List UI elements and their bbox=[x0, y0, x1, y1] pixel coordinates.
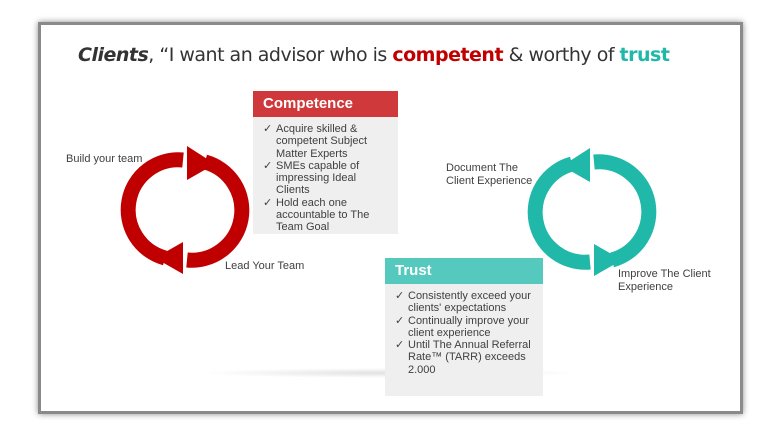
competence-header: Competence bbox=[253, 91, 398, 117]
title-text: , “I want an advisor who is bbox=[148, 44, 393, 66]
title-competent: competent bbox=[392, 44, 504, 66]
list-item: ✓Continually improve your client experie… bbox=[395, 315, 537, 340]
list-item: ✓Acquire skilled & competent Subject Mat… bbox=[263, 123, 392, 160]
title-trust: trust bbox=[619, 44, 670, 66]
check-icon: ✓ bbox=[263, 159, 273, 172]
item-text: Continually improve your client experien… bbox=[408, 314, 530, 339]
list-item: ✓SMEs capable of impressing Ideal Client… bbox=[263, 160, 392, 197]
list-item: ✓Consistently exceed your clients' expec… bbox=[395, 290, 537, 315]
competence-box: Competence ✓Acquire skilled & competent … bbox=[253, 91, 398, 234]
item-text: SMEs capable of impressing Ideal Clients bbox=[276, 159, 360, 197]
item-text: Hold each one accountable to The Team Go… bbox=[276, 196, 370, 234]
label-document-experience: Document The Client Experience bbox=[446, 162, 533, 187]
check-icon: ✓ bbox=[395, 290, 405, 302]
label-lead-team: Lead Your Team bbox=[225, 260, 305, 272]
label-improve-experience: Improve The Client Experience bbox=[618, 268, 711, 293]
red-cycle-arrows-icon bbox=[120, 146, 250, 274]
list-item: ✓Hold each one accountable to The Team G… bbox=[263, 197, 392, 234]
check-icon: ✓ bbox=[263, 196, 273, 209]
check-icon: ✓ bbox=[395, 339, 405, 352]
item-text: Acquire skilled & competent Subject Matt… bbox=[276, 123, 368, 160]
title-clients: Clients bbox=[78, 44, 149, 66]
check-icon: ✓ bbox=[395, 314, 405, 327]
slide-title: Clients, “I want an advisor who is compe… bbox=[78, 44, 718, 66]
item-text: Consistently exceed your clients' expect… bbox=[408, 290, 531, 315]
label-build-team: Build your team bbox=[66, 153, 143, 165]
title-text-2: & worthy of bbox=[503, 44, 620, 66]
teal-cycle-arrows-icon bbox=[527, 148, 657, 276]
check-icon: ✓ bbox=[263, 123, 273, 135]
trust-header: Trust bbox=[385, 258, 543, 284]
trust-box: Trust ✓Consistently exceed your clients'… bbox=[385, 258, 543, 396]
list-item: ✓Until The Annual Referral Rate™ (TARR) … bbox=[395, 339, 537, 376]
item-text: Until The Annual Referral Rate™ (TARR) e… bbox=[408, 339, 531, 376]
